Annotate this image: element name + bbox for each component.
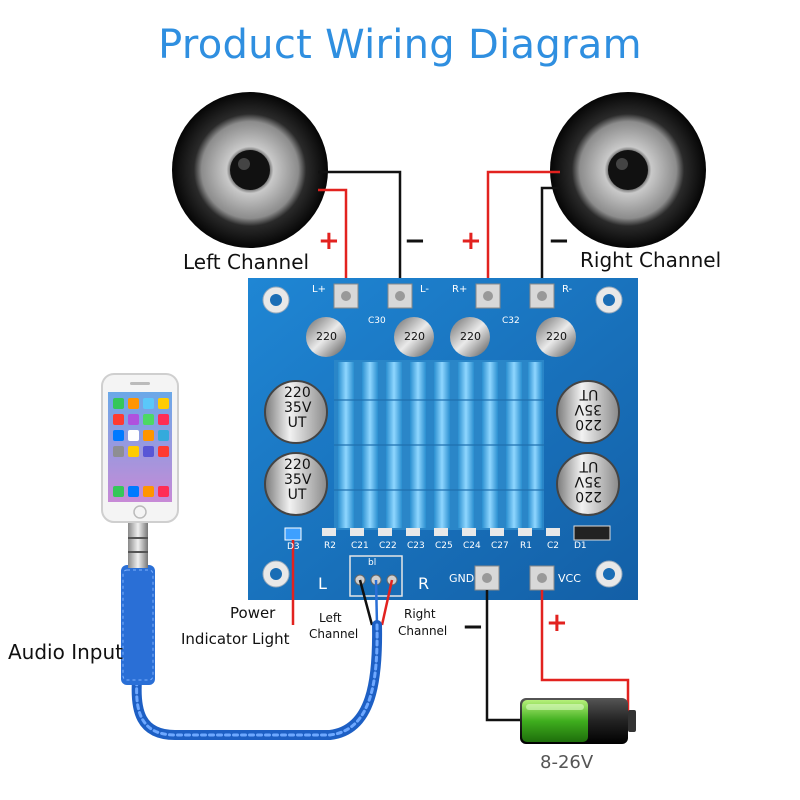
smd-c24: C24: [463, 541, 481, 551]
smd-c27: C27: [491, 541, 509, 551]
label-c32: C32: [502, 316, 520, 326]
pin-label-l-minus: L-: [420, 284, 430, 295]
audio-input-label: Audio Input: [8, 640, 123, 664]
power-minus-sign: −: [462, 612, 484, 642]
right-plus-sign: +: [460, 226, 482, 256]
speaker-terminals: [333, 283, 555, 309]
right-minus-sign: −: [548, 226, 570, 256]
board-label-r: R: [418, 574, 430, 593]
amplifier-board: [248, 278, 638, 600]
smd-c22: C22: [379, 541, 397, 551]
label-c30: C30: [368, 316, 386, 326]
smd-c25: C25: [435, 541, 453, 551]
left-channel-label: Left Channel: [183, 250, 310, 274]
gnd-label: GND: [449, 572, 475, 585]
power-plus-sign: +: [546, 608, 568, 638]
right-speaker-icon: [550, 92, 706, 248]
audio-wires: [358, 579, 394, 626]
smd-r2: R2: [324, 541, 336, 551]
smartphone-icon: [101, 373, 179, 523]
capacitors: [264, 380, 620, 516]
left-channel-small-label-1: Left: [319, 611, 342, 625]
left-channel-small-label-2: Channel: [309, 627, 359, 641]
pin-label-l-plus: L+: [312, 284, 326, 295]
power-indicator-label-1: Power: [230, 604, 276, 622]
audio-plug-icon: [121, 505, 155, 685]
left-minus-sign: −: [404, 226, 426, 256]
right-channel-label: Right Channel: [580, 248, 722, 272]
inductor-label-1: 220: [316, 330, 337, 343]
smd-c23: C23: [407, 541, 425, 551]
pin-label-r-plus: R+: [452, 284, 468, 295]
left-plus-sign: +: [318, 226, 340, 256]
battery-icon: [520, 698, 636, 744]
right-channel-small-label-1: Right: [404, 607, 436, 621]
smd-c21: C21: [351, 541, 369, 551]
power-led: [284, 527, 302, 541]
page-title: Product Wiring Diagram: [158, 22, 642, 68]
audio-cable: [131, 620, 383, 740]
inductor-label-4: 220: [546, 330, 567, 343]
input-header-label: bl: [368, 558, 377, 568]
inductor-label-3: 220: [460, 330, 481, 343]
left-speaker-icon: [172, 92, 328, 248]
pin-label-r-minus: R-: [562, 284, 573, 295]
led-label: D3: [287, 542, 300, 552]
speaker-wires: [318, 170, 560, 296]
board-label-l: L: [318, 574, 327, 593]
smd-r1: R1: [520, 541, 532, 551]
right-channel-small-label-2: Channel: [398, 624, 448, 638]
vcc-label: VCC: [558, 572, 581, 585]
voltage-label: 8-26V: [540, 752, 594, 773]
power-indicator-label-2: Indicator Light: [181, 630, 290, 648]
inductors: [306, 317, 576, 357]
inductor-label-2: 220: [404, 330, 425, 343]
smd-d1: D1: [574, 541, 587, 551]
power-wires: [291, 540, 630, 722]
smd-c2: C2: [547, 541, 560, 551]
heatsink: [334, 360, 544, 530]
